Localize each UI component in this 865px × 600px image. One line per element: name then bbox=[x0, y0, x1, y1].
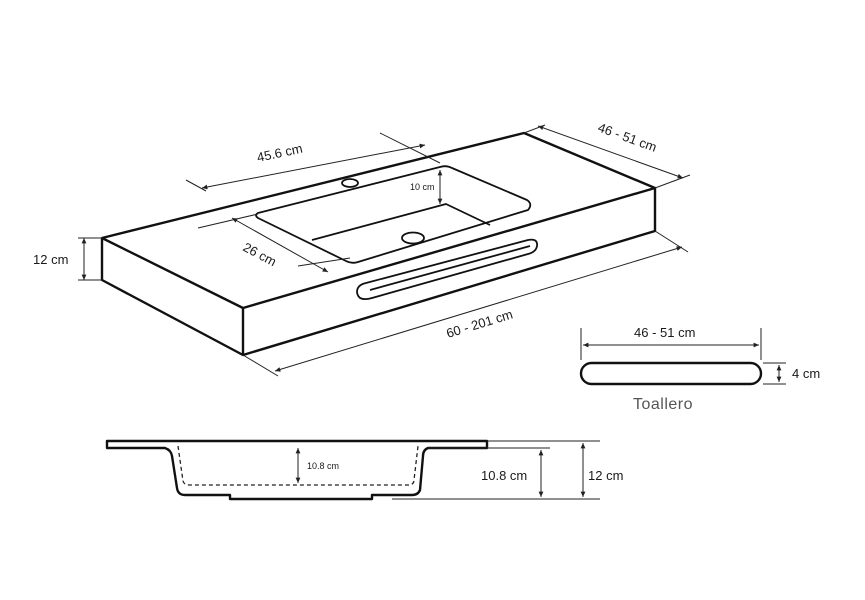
drain-icon bbox=[401, 231, 425, 245]
label-counter-length: 60 - 201 cm bbox=[444, 306, 514, 340]
label-towel-bar-name: Toallero bbox=[633, 396, 693, 413]
countertop-3d bbox=[100, 131, 657, 357]
label-basin-depth: 10 cm bbox=[410, 182, 435, 192]
countertop-front-face bbox=[100, 238, 245, 357]
label-basin-width: 26 cm bbox=[241, 239, 279, 269]
dimension-lines bbox=[78, 124, 691, 377]
towel-bar-detail bbox=[579, 328, 786, 386]
label-basin-length: 45.6 cm bbox=[256, 141, 304, 165]
label-counter-depth: 46 - 51 cm bbox=[596, 120, 659, 155]
faucet-hole bbox=[341, 178, 359, 188]
label-section-inner-depth: 10.8 cm bbox=[307, 461, 339, 471]
label-towel-bar-length: 46 - 51 cm bbox=[634, 325, 695, 340]
section-view bbox=[105, 439, 600, 501]
towel-bar-shape bbox=[579, 361, 763, 386]
label-section-height: 12 cm bbox=[588, 468, 623, 483]
basin-opening bbox=[255, 165, 532, 264]
label-counter-height: 12 cm bbox=[33, 252, 68, 267]
countertop-top-face bbox=[100, 131, 657, 310]
label-section-depth: 10.8 cm bbox=[481, 468, 527, 483]
section-outline bbox=[105, 439, 489, 501]
section-inner-dashed bbox=[177, 445, 419, 486]
basin-inner-edge bbox=[311, 203, 491, 241]
label-towel-bar-height: 4 cm bbox=[792, 366, 820, 381]
